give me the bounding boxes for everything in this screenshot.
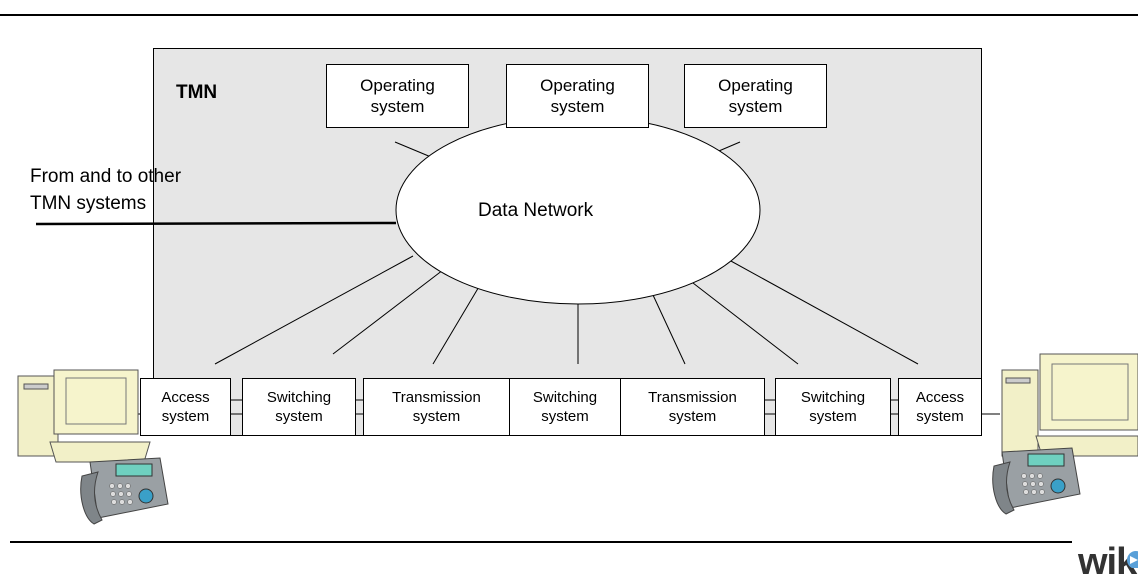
logo-mark-icon xyxy=(1127,551,1138,568)
telephone-icon xyxy=(80,457,169,525)
operating-system-box: Operating system xyxy=(506,64,649,128)
network-element-box: Access system xyxy=(140,378,231,436)
tmn-label: TMN xyxy=(176,82,218,103)
telephone-icon xyxy=(992,447,1081,515)
computer-icon xyxy=(1001,353,1138,457)
network-element-box: Switching system xyxy=(775,378,891,436)
side-label: From and to other TMN systems xyxy=(30,166,182,214)
network-element-box: Access system xyxy=(898,378,982,436)
top-rule xyxy=(0,14,1138,16)
network-element-box: Switching system xyxy=(509,378,621,436)
operating-system-box: Operating system xyxy=(684,64,827,128)
bottom-rule xyxy=(10,541,1072,543)
operating-system-box: Operating system xyxy=(326,64,469,128)
network-element-box: Transmission system xyxy=(363,378,510,436)
data-network-label: Data Network xyxy=(478,200,594,221)
network-element-box: Switching system xyxy=(242,378,356,436)
computer-icon xyxy=(17,369,151,463)
network-element-box: Transmission system xyxy=(620,378,765,436)
connector-lines xyxy=(35,115,1000,415)
